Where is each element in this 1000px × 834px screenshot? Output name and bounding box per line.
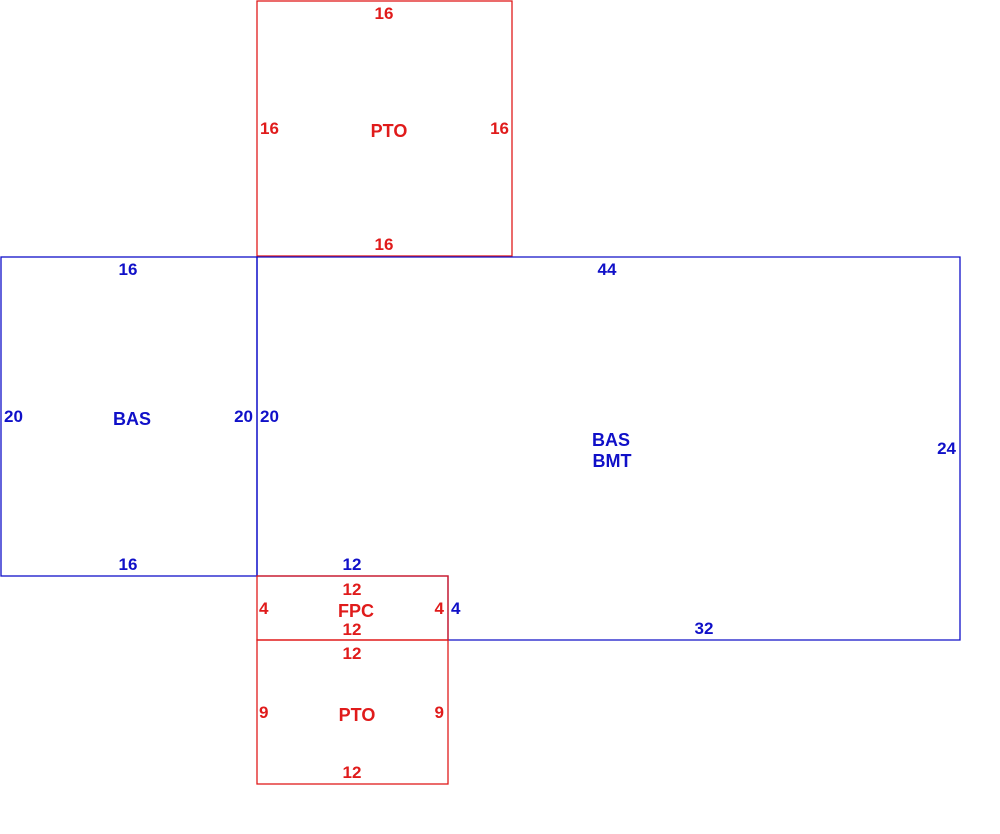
pto-bottom-dim-bottom: 12	[343, 763, 362, 782]
bas-main-label-line1: BAS	[592, 430, 630, 450]
fpc-label: FPC	[338, 601, 374, 621]
pto-bottom-outline	[256, 639, 449, 785]
pto-bottom-label: PTO	[339, 705, 376, 725]
bas-main-dim-notch: 4	[451, 599, 461, 618]
pto-bottom-dim-top: 12	[343, 644, 362, 663]
bas-main-dim-left: 20	[260, 407, 279, 426]
pto-bottom-dim-left: 9	[259, 703, 268, 722]
bas-left-dim-bottom: 16	[119, 555, 138, 574]
fpc-dim-right: 4	[435, 599, 445, 618]
pto-top-dim-top: 16	[375, 4, 394, 23]
bas-left-label: BAS	[113, 409, 151, 429]
fpc-dim-top: 12	[343, 580, 362, 599]
bas-left-dim-top: 16	[119, 260, 138, 279]
bas-left-dim-left: 20	[4, 407, 23, 426]
fpc-dim-bottom: 12	[343, 620, 362, 639]
fpc-dim-left: 4	[259, 599, 269, 618]
pto-top-outline	[256, 0, 513, 257]
bas-main-label-line2: BMT	[593, 451, 632, 471]
bas-main-dim-bottom-left: 12	[343, 555, 362, 574]
bas-main-dim-top: 44	[598, 260, 617, 279]
bas-left-dim-right: 20	[234, 407, 253, 426]
pto-top-dim-bottom: 16	[375, 235, 394, 254]
bas-main-dim-bottom: 32	[695, 619, 714, 638]
pto-bottom-dim-right: 9	[435, 703, 444, 722]
pto-top-label: PTO	[371, 121, 408, 141]
pto-top-dim-right: 16	[490, 119, 509, 138]
bas-main-dim-right: 24	[937, 439, 956, 458]
pto-top-dim-left: 16	[260, 119, 279, 138]
